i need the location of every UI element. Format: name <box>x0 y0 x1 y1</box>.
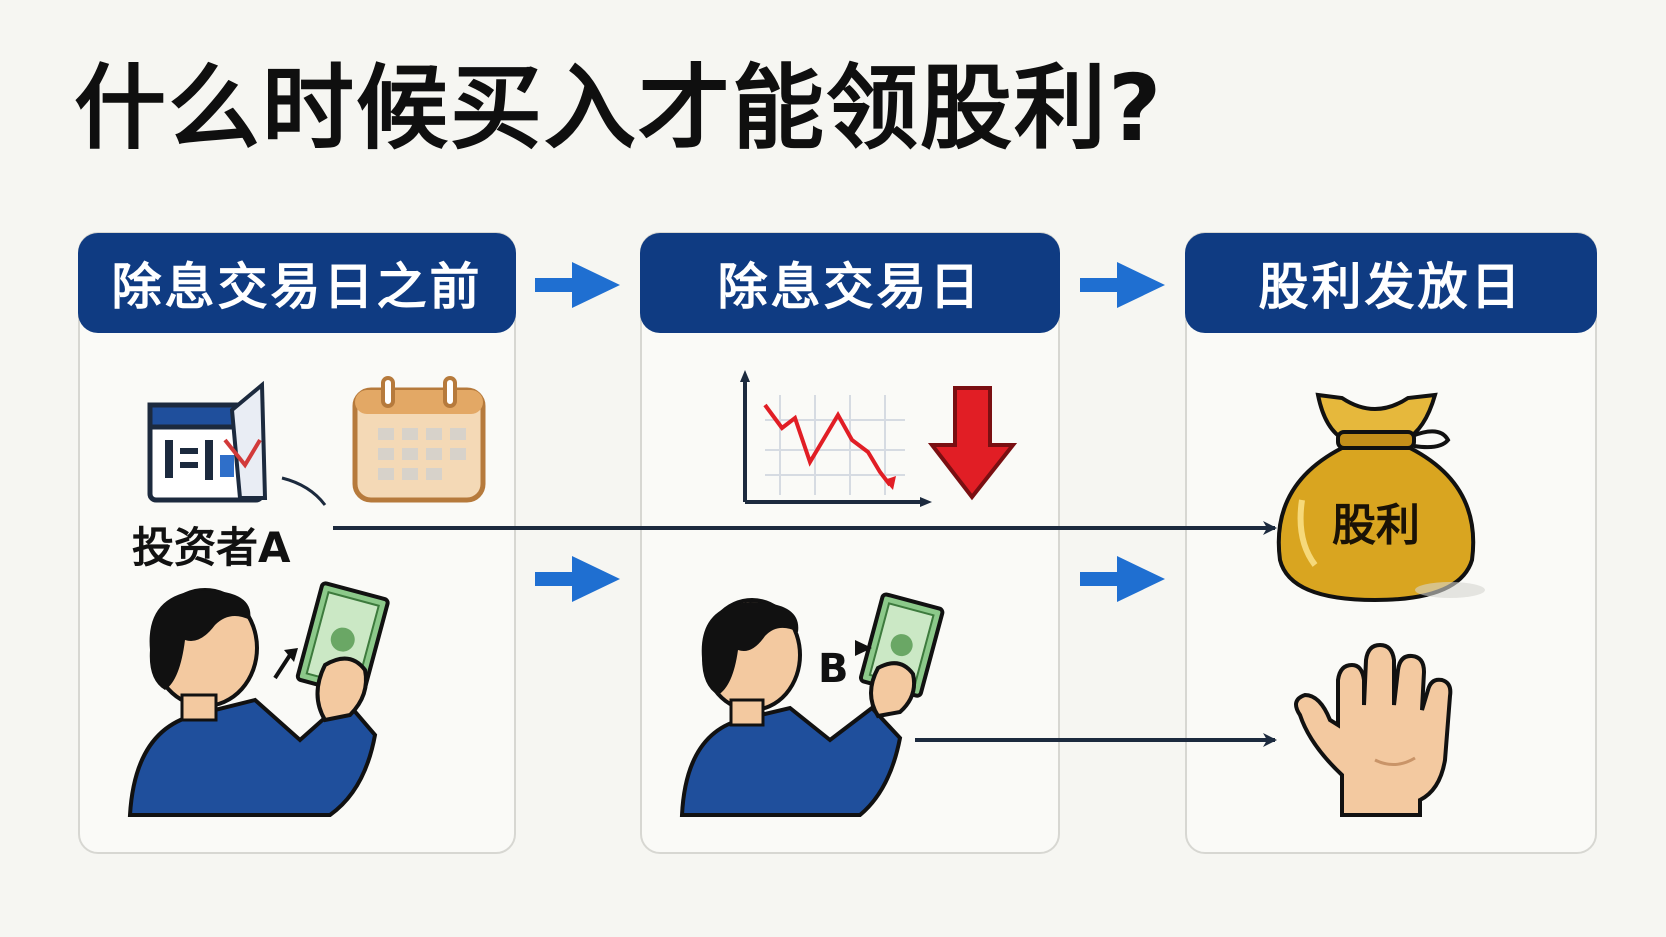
down-arrow-icon <box>927 386 1018 501</box>
page-title: 什么时候买入才能领股利? <box>74 55 1164 162</box>
stage-header-before: 除息交易日之前 <box>78 233 516 333</box>
investor-a-person-icon <box>127 581 390 817</box>
stage-header-ex-dividend: 除息交易日 <box>640 233 1060 333</box>
flow-arrow-1-icon <box>535 262 620 308</box>
dividend-bag-label: 股利 <box>1332 500 1420 551</box>
money-bag-icon <box>1276 392 1485 603</box>
investor-a-label: 投资者A <box>132 523 291 572</box>
flow-arrow-2-icon <box>1080 262 1165 308</box>
investor-b-person-icon <box>679 592 945 817</box>
declining-chart-icon <box>740 370 932 507</box>
flow-arrow-3-icon <box>535 556 620 602</box>
stock-document-icon <box>147 380 268 503</box>
calendar-icon <box>352 376 486 503</box>
investor-b-label: B <box>818 646 849 692</box>
raised-hand-icon <box>1294 642 1453 817</box>
stage-header-payment: 股利发放日 <box>1185 233 1597 333</box>
connector-curve <box>281 476 327 506</box>
flow-arrow-4-icon <box>1080 556 1165 602</box>
